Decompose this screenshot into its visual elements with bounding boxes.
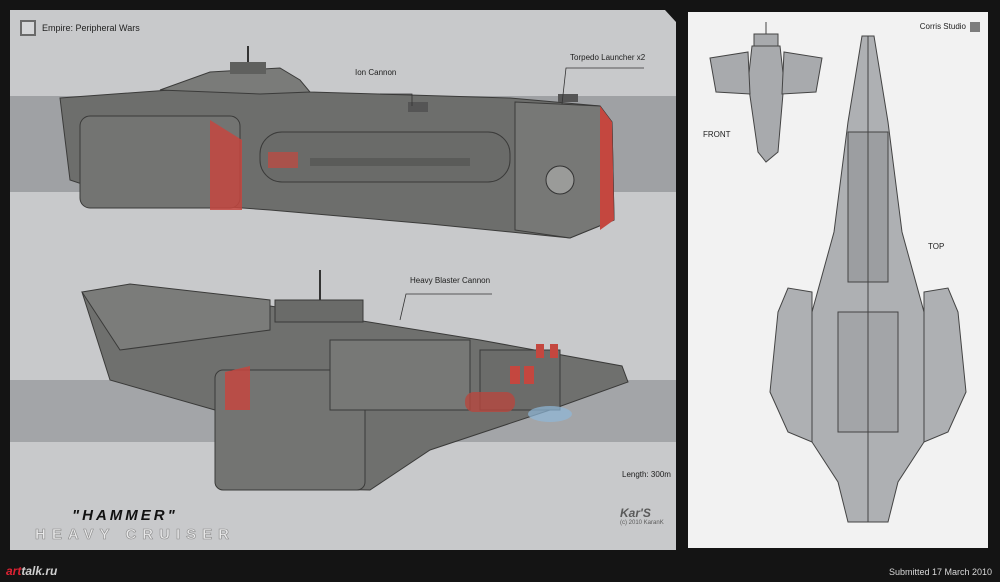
signature-line: (c) 2010 KaranK bbox=[620, 520, 664, 526]
concept-panel: Empire: Peripheral Wars bbox=[10, 10, 676, 550]
studio-label: Corris Studio bbox=[919, 22, 966, 31]
logo-suffix: talk.ru bbox=[21, 564, 58, 578]
artist-signature: Kar'S (c) 2010 KaranK bbox=[620, 506, 664, 526]
studio-square-icon bbox=[970, 22, 980, 32]
ship-name: "HAMMER" bbox=[72, 507, 178, 524]
site-logo[interactable]: arttalk.ru bbox=[6, 564, 57, 578]
header-square-icon bbox=[20, 20, 36, 36]
ship-length: Length: 300m bbox=[622, 470, 671, 479]
logo-prefix: art bbox=[6, 564, 22, 578]
torpedo-launcher-label: Torpedo Launcher x2 bbox=[570, 53, 646, 62]
front-view-label: FRONT bbox=[703, 130, 731, 139]
ship-side-view bbox=[59, 46, 644, 491]
blueprint-panel: Corris Studio FRONT TOP bbox=[688, 12, 988, 548]
heavy-blaster-label: Heavy Blaster Cannon bbox=[410, 276, 491, 285]
signature-name: Kar'S bbox=[620, 506, 651, 520]
panel-header: Empire: Peripheral Wars bbox=[20, 20, 140, 36]
panel-title: Empire: Peripheral Wars bbox=[42, 23, 140, 33]
top-view-label: TOP bbox=[928, 242, 945, 251]
blueprint-drawings bbox=[709, 22, 967, 523]
submitted-date: Submitted 17 March 2010 bbox=[888, 567, 992, 577]
ship-class: HEAVY CRUISER bbox=[35, 526, 235, 544]
ion-cannon-label: Ion Cannon bbox=[355, 68, 397, 77]
